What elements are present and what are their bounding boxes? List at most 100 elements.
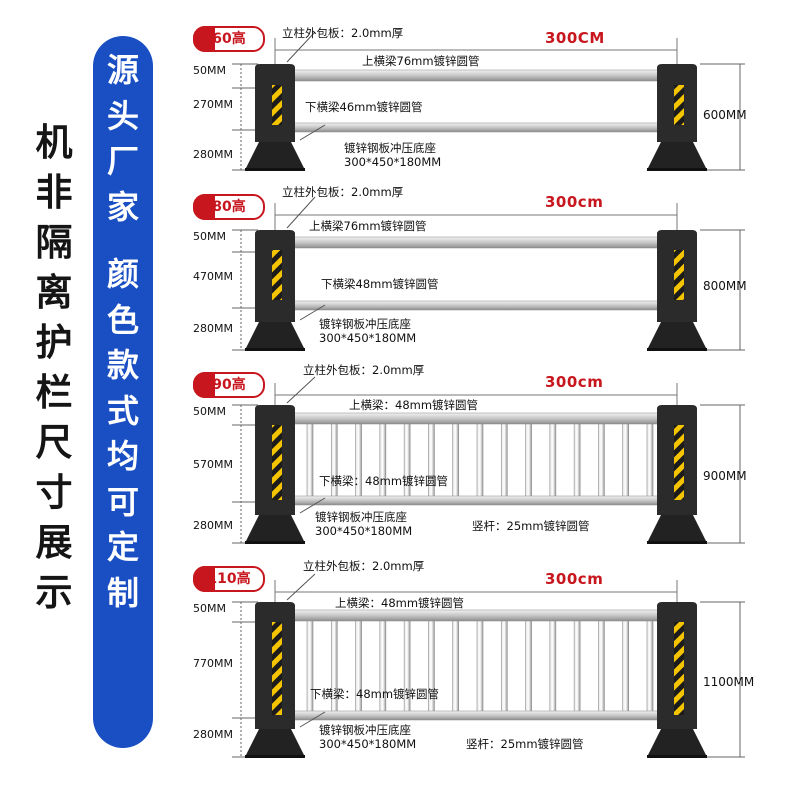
height-badge: 80高: [193, 194, 265, 220]
top-rail: [284, 609, 678, 622]
hazard-stripe: [272, 425, 282, 500]
picket: [306, 417, 314, 501]
promo-char: 定: [106, 528, 139, 566]
base-plate: [245, 755, 305, 758]
total-height-label: 1100MM: [703, 675, 755, 689]
post-base: [245, 322, 305, 350]
dim-middle: 570MM: [193, 458, 233, 471]
post-cover-label: 立柱外包板：2.0mm厚: [282, 185, 404, 199]
top-rail-label: 上横梁76mm镀锌圆管: [362, 54, 480, 68]
picket: [500, 417, 508, 501]
leader-line: [299, 124, 326, 141]
leader-line: [299, 497, 326, 514]
base-size-label: 300*450*180MM: [319, 331, 417, 345]
post-base: [245, 142, 305, 170]
top-rail: [284, 69, 678, 82]
width-label: 300cm: [545, 193, 604, 211]
leader-line: [286, 376, 316, 404]
dim-base: 280MM: [193, 322, 233, 335]
base-size-label: 300*450*180MM: [315, 524, 413, 538]
dim-cap: 50MM: [193, 230, 226, 243]
bottom-rail: [284, 495, 678, 506]
leader-line: [299, 304, 326, 321]
picket: [500, 614, 508, 716]
bottom-rail: [284, 300, 678, 311]
promo-char: 式: [106, 391, 139, 430]
base-size-label: 300*450*180MM: [319, 737, 417, 751]
hazard-stripe: [674, 250, 684, 300]
top-rail-label: 上横梁：48mm镀锌圆管: [335, 596, 465, 610]
side-title-char: 非: [35, 171, 73, 214]
side-title-char: 尺: [35, 421, 73, 464]
dim-base: 280MM: [193, 519, 233, 532]
dim-base: 280MM: [193, 728, 233, 741]
bottom-rail-label: 下横梁48mm镀锌圆管: [321, 277, 439, 291]
leader-line: [286, 196, 316, 229]
dim-middle: 270MM: [193, 98, 233, 111]
picket: [525, 417, 532, 501]
picket: [622, 417, 630, 501]
side-title: 机 非 隔 离 护 栏 尺 寸 展 示: [32, 118, 76, 618]
promo-char: 家: [106, 187, 139, 226]
picket-label: 竖杆：25mm镀锌圆管: [472, 519, 590, 533]
leader-line: [286, 31, 316, 63]
total-height-label: 600MM: [703, 108, 747, 122]
dim-cap: 50MM: [193, 64, 226, 77]
picket: [549, 614, 557, 716]
base-plate: [647, 755, 707, 758]
promo-char: 厂: [106, 142, 139, 180]
dim-middle: 770MM: [193, 657, 233, 670]
side-title-char: 展: [35, 521, 73, 564]
side-title-char: 机: [35, 121, 73, 164]
top-rail: [284, 412, 678, 425]
total-height-label: 900MM: [703, 469, 747, 483]
width-label: 300CM: [545, 29, 605, 47]
post-base: [647, 515, 707, 543]
bottom-rail-label: 下横梁：48mm镀锌圆管: [319, 474, 449, 488]
picket: [452, 417, 460, 501]
promo-char: 制: [106, 573, 139, 612]
post-base: [647, 729, 707, 757]
hazard-stripe: [674, 85, 684, 125]
dim-middle: 470MM: [193, 270, 233, 283]
hazard-stripe: [272, 85, 282, 125]
width-label: 300cm: [545, 570, 604, 588]
picket: [573, 417, 581, 501]
picket: [573, 614, 581, 716]
base-label: 镀锌钢板冲压底座: [344, 141, 436, 155]
base-label: 镀锌钢板冲压底座: [315, 510, 407, 524]
top-rail: [284, 236, 678, 249]
promo-char: 款: [106, 346, 139, 384]
picket: [525, 614, 532, 716]
picket-label: 竖杆：25mm镀锌圆管: [466, 737, 584, 751]
hazard-stripe: [674, 425, 684, 500]
side-title-char: 栏: [35, 371, 73, 414]
side-title-char: 寸: [35, 471, 73, 514]
post-cover-label: 立柱外包板：2.0mm厚: [303, 559, 425, 573]
post-base: [245, 515, 305, 543]
picket: [476, 614, 484, 716]
picket: [598, 417, 605, 501]
promo-char: 均: [106, 437, 139, 475]
bottom-rail-label: 下横梁：48mm镀锌圆管: [310, 687, 440, 701]
leader-line: [286, 573, 316, 601]
picket: [646, 614, 654, 716]
base-plate: [245, 348, 305, 351]
total-height-label: 800MM: [703, 279, 747, 293]
base-plate: [647, 541, 707, 544]
picket: [622, 614, 630, 716]
picket: [646, 417, 654, 501]
post-base: [647, 322, 707, 350]
bottom-rail-label: 下横梁46mm镀锌圆管: [305, 100, 423, 114]
top-rail-label: 上横梁：48mm镀锌圆管: [349, 398, 479, 412]
side-title-char: 示: [35, 571, 73, 614]
post-cover-label: 立柱外包板：2.0mm厚: [282, 26, 404, 40]
promo-char: 可: [106, 482, 139, 521]
base-plate: [245, 168, 305, 171]
side-title-char: 护: [35, 321, 73, 364]
picket: [476, 417, 484, 501]
top-rail-label: 上横梁76mm镀锌圆管: [309, 219, 427, 233]
promo-char: 头: [106, 96, 139, 135]
post-base: [245, 729, 305, 757]
width-label: 300cm: [545, 373, 604, 391]
